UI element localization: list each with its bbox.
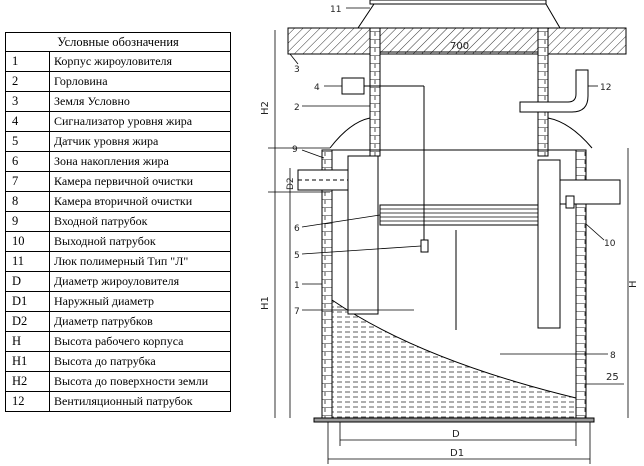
legend-code: 1	[5, 51, 50, 72]
callout-2: 2	[294, 103, 300, 113]
legend-code: H1	[5, 351, 50, 372]
vent-pipe-12	[519, 69, 589, 113]
grease-zone	[379, 204, 557, 226]
callout-5: 5	[294, 251, 300, 261]
ground-slab	[287, 27, 627, 55]
callout-9: 9	[292, 145, 298, 155]
callout-7: 7	[294, 307, 300, 317]
callout-8: 8	[610, 351, 616, 361]
legend-label: Входной патрубок	[49, 211, 231, 232]
callout-11: 11	[330, 5, 341, 15]
legend-code: 4	[5, 111, 50, 132]
legend-code: 5	[5, 131, 50, 152]
legend-code: 11	[5, 251, 50, 272]
dim-H2-label: H2	[260, 101, 271, 115]
height-dims	[268, 30, 629, 418]
dim-H1-label: H1	[260, 296, 271, 310]
level-sensor	[420, 239, 429, 253]
legend-label: Вентиляционный патрубок	[49, 391, 231, 412]
legend-code: H2	[5, 371, 50, 392]
liquid-fill	[331, 299, 577, 419]
legend-label: Сигнализатор уровня жира	[49, 111, 231, 132]
legend-code: 6	[5, 151, 50, 172]
legend-code: D1	[5, 291, 50, 312]
body-walls	[321, 149, 587, 419]
legend-code: 8	[5, 191, 50, 212]
callout-12: 12	[600, 83, 611, 93]
outlet-pipe	[559, 179, 621, 209]
legend-label: Датчик уровня жира	[49, 131, 231, 152]
legend-code: H	[5, 331, 50, 352]
legend-label: Диаметр жироуловителя	[49, 271, 231, 292]
inlet-baffle	[347, 155, 379, 315]
callout-leaders	[289, 7, 608, 355]
legend-label: Зона накопления жира	[49, 151, 231, 172]
legend-label: Корпус жироуловителя	[49, 51, 231, 72]
legend-code: 7	[5, 171, 50, 192]
dim-D2-label: D2	[286, 177, 296, 190]
legend-code: 10	[5, 231, 50, 252]
legend-label: Камера вторичной очистки	[49, 191, 231, 212]
dim-D1-label: D1	[450, 448, 464, 459]
legend-label: Земля Условно	[49, 91, 231, 112]
dim-700-label: 700	[450, 41, 469, 52]
dim-25-label: 25	[606, 372, 619, 383]
diameter-dims	[327, 422, 591, 464]
legend-label: Выходной патрубок	[49, 231, 231, 252]
grease-trap-section-drawing: 700 H2 H1 H D2 25 D D1 11 3	[260, 0, 639, 464]
dim-H-label: H	[628, 280, 639, 288]
callout-4: 4	[314, 83, 320, 93]
legend-label: Камера первичной очистки	[49, 171, 231, 192]
legend-title: Условные обозначения	[5, 32, 231, 52]
legend-label: Наружный диаметр	[49, 291, 231, 312]
legend-code: 3	[5, 91, 50, 112]
legend-code: 12	[5, 391, 50, 412]
level-alarm-box	[341, 77, 365, 95]
legend-label: Высота до патрубка	[49, 351, 231, 372]
callout-6: 6	[294, 224, 300, 234]
legend-label: Высота до поверхности земли	[49, 371, 231, 392]
legend-code: D2	[5, 311, 50, 332]
dim-D-label: D	[452, 429, 460, 440]
dome-top	[329, 117, 593, 149]
outlet-baffle	[537, 159, 561, 329]
legend-code: 2	[5, 71, 50, 92]
manhole-hatch-11	[357, 0, 561, 29]
legend-label: Горловина	[49, 71, 231, 92]
callout-3: 3	[294, 65, 300, 75]
base-plate	[313, 417, 595, 423]
legend-label: Высота рабочего корпуса	[49, 331, 231, 352]
legend-label: Диаметр патрубков	[49, 311, 231, 332]
callout-1: 1	[294, 281, 300, 291]
legend-code: D	[5, 271, 50, 292]
callout-10: 10	[604, 239, 616, 249]
legend-code: 9	[5, 211, 50, 232]
legend-label: Люк полимерный Тип "Л"	[49, 251, 231, 272]
legend-header-row: Условные обозначения	[5, 32, 231, 52]
